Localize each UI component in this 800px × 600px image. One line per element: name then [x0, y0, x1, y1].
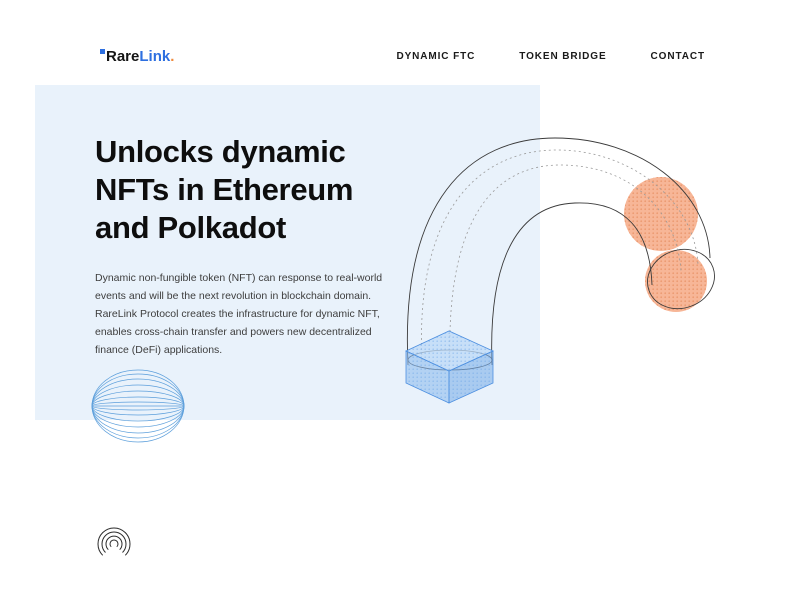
orange-circle-bottom — [645, 250, 707, 312]
torus-illustration — [380, 120, 740, 420]
header: RareLink. DYNAMIC FTC TOKEN BRIDGE CONTA… — [0, 46, 800, 72]
sphere-meridians — [91, 369, 185, 443]
hero-title-line-1: Unlocks dynamic — [95, 134, 346, 169]
main-nav: DYNAMIC FTC TOKEN BRIDGE CONTACT — [396, 51, 705, 62]
hero-title: Unlocks dynamic NFTs in Ethereum and Pol… — [95, 133, 353, 247]
hero-title-line-3: and Polkadot — [95, 210, 287, 245]
logo-square-icon — [100, 49, 105, 54]
hero-panel: Unlocks dynamic NFTs in Ethereum and Pol… — [35, 85, 540, 420]
torus-illustration-svg — [405, 137, 715, 404]
logo-text-suffix: Link — [139, 48, 171, 65]
hero-description: Dynamic non-fungible token (NFT) can res… — [95, 272, 383, 356]
nav-item-dynamic-ftc[interactable]: DYNAMIC FTC — [396, 51, 476, 62]
logo-text-prefix: Rare — [106, 48, 140, 65]
nav-item-token-bridge[interactable]: TOKEN BRIDGE — [519, 51, 607, 62]
nav-item-contact[interactable]: CONTACT — [650, 51, 705, 62]
wireframe-sphere-svg — [91, 369, 185, 443]
torus-dotted-guides — [421, 149, 699, 363]
orange-circle-top — [624, 177, 698, 251]
torus-wireframe — [406, 137, 715, 366]
brand-logo[interactable]: RareLink. — [100, 48, 174, 65]
wireframe-sphere — [88, 368, 188, 444]
logo-dot: . — [170, 48, 175, 65]
ripple-icon — [94, 524, 134, 564]
blue-cube — [405, 330, 494, 404]
hero-title-line-2: NFTs in Ethereum — [95, 172, 354, 207]
ripple-arcs — [97, 527, 131, 556]
ripple-icon-svg — [97, 527, 131, 556]
